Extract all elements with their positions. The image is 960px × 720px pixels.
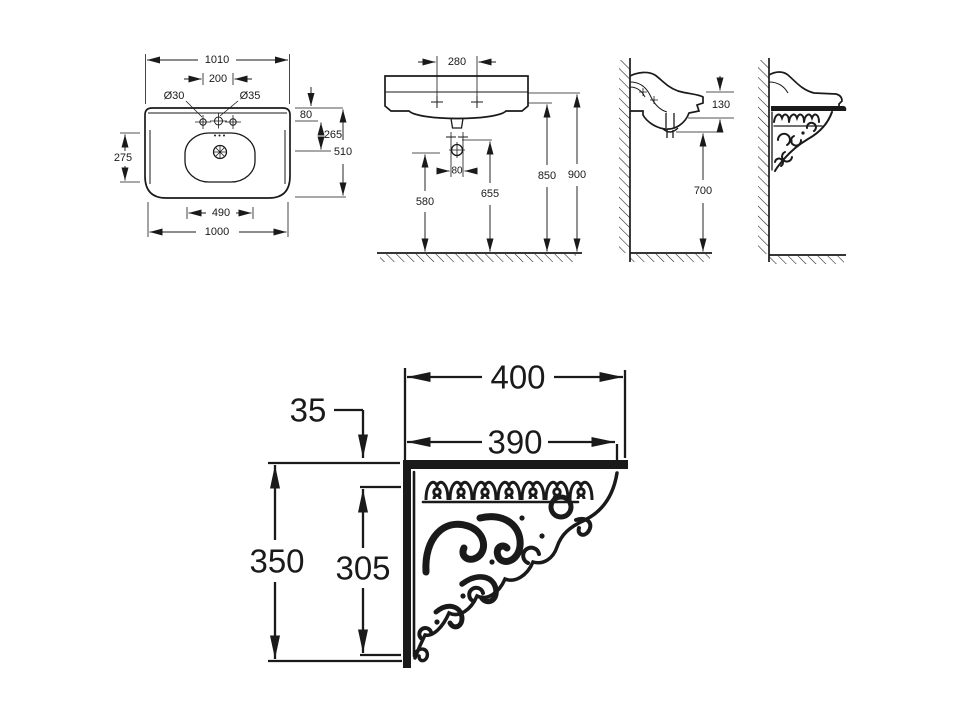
dim-plan-edge-to-taps: 80	[300, 109, 312, 121]
dim-bracket-overhang: 35	[290, 392, 327, 429]
dim-plan-overall-width-bottom: 1000	[205, 226, 229, 238]
front-dimensions: 280 80 580 655 850 900	[412, 56, 586, 252]
dim-front-drain-height: 655	[481, 188, 499, 200]
dim-bracket-height: 305	[335, 550, 390, 587]
front-view: 280 80 580 655 850 900	[377, 56, 586, 262]
dim-plan-bowl-depth: 275	[114, 152, 132, 164]
dim-plan-tap-dia-center: Ø35	[240, 90, 261, 102]
dim-bracket-depth: 390	[487, 424, 542, 461]
dim-plan-taps-to-drain: 265	[324, 129, 342, 141]
wall-bracket-view	[758, 58, 770, 262]
dim-front-rim-height: 900	[568, 169, 586, 181]
ornate-bracket-large	[412, 470, 619, 663]
tap-holes	[195, 113, 241, 129]
bracket-detail-dimensions: 400 390 35 350 305	[249, 359, 627, 663]
wall-side	[619, 58, 631, 262]
bracket-shelf-and-wall-leg	[403, 460, 628, 668]
side-dimensions: 130 700	[676, 76, 734, 252]
basin-profile-with-shelf	[768, 71, 847, 111]
dim-plan-bowl-width: 490	[212, 207, 230, 219]
side-view: 130 700	[619, 58, 734, 262]
floor-side	[630, 252, 712, 262]
dim-plan-overall-width-top: 1010	[205, 54, 229, 66]
basin-outline-plan	[144, 107, 291, 199]
dim-front-underside-height: 850	[538, 170, 556, 182]
ornate-bracket-small	[771, 111, 833, 172]
drain-symbol	[212, 144, 228, 160]
floor-front	[377, 252, 582, 262]
dim-plan-tap-dia-left: Ø30	[164, 90, 185, 102]
dim-front-trap-height: 580	[416, 196, 434, 208]
trap-and-drain-front	[446, 132, 468, 177]
plan-view: 1010 200 Ø30 Ø35 80 265 510 275	[114, 54, 352, 238]
dim-plan-tap-spacing: 200	[209, 73, 227, 85]
floor-bracket-view	[769, 254, 846, 264]
dim-side-basin-height: 130	[712, 99, 730, 111]
plan-dimensions: 1010 200 Ø30 Ø35 80 265 510 275	[114, 54, 352, 238]
dim-side-clearance: 700	[694, 185, 712, 197]
bracket-detail-view: 400 390 35 350 305	[249, 359, 628, 668]
basin-profile-side	[629, 71, 704, 138]
dim-plan-overall-depth: 510	[334, 146, 352, 158]
basin-outline-front	[384, 75, 529, 129]
dim-bracket-shelf-depth: 400	[490, 359, 545, 396]
dim-bracket-overall-height: 350	[249, 543, 304, 580]
side-view-with-bracket	[758, 58, 847, 264]
dim-front-trap-offset: 80	[451, 166, 463, 177]
dim-front-tap-spacing: 280	[448, 56, 466, 68]
